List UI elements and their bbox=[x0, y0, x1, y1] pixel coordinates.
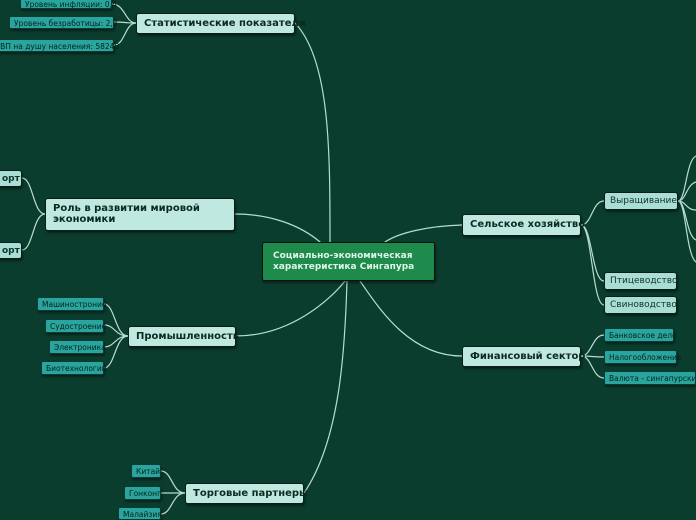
topic-world-economy[interactable]: Роль в развитии мировой экономики bbox=[45, 198, 235, 231]
root-node[interactable]: Социально-экономическая характеристика С… bbox=[262, 242, 435, 281]
leaf-industry-3[interactable]: Биотехнологии bbox=[41, 361, 107, 375]
topic-agriculture[interactable]: Сельское хозяйство bbox=[462, 214, 585, 236]
leaf-gdp[interactable]: ВВП на душу населения: 58248 bbox=[0, 39, 119, 52]
leaf-finance-0[interactable]: Банковское дело bbox=[604, 328, 677, 342]
topic-industry[interactable]: Промышленность bbox=[128, 326, 239, 347]
sub-agri-pig[interactable]: Свиноводство bbox=[604, 296, 677, 314]
leaf-industry-1[interactable]: Судостроение bbox=[45, 319, 106, 333]
sub-agri-growing[interactable]: Выращивание bbox=[604, 192, 678, 210]
topic-statistics[interactable]: Статистические показатели bbox=[136, 13, 306, 34]
leaf-partner-2[interactable]: Малайзия bbox=[118, 507, 162, 520]
leaf-partner-1[interactable]: Гонконг bbox=[124, 486, 161, 500]
leaf-industry-2[interactable]: Электроника bbox=[49, 340, 106, 354]
sub-agri-poultry[interactable]: Птицеводство bbox=[604, 272, 678, 290]
leaf-finance-2[interactable]: Валюта - сингапурский bbox=[604, 371, 696, 385]
leaf-inflation[interactable]: Уровень инфляции: 0,4 bbox=[20, 0, 117, 9]
sub-import[interactable]: орт bbox=[0, 170, 22, 187]
sub-export[interactable]: орт bbox=[0, 242, 22, 259]
leaf-unemployment[interactable]: Уровень безработицы: 2,3 bbox=[9, 16, 118, 29]
leaf-industry-0[interactable]: Машиностроние bbox=[37, 297, 107, 311]
topic-trade-partners[interactable]: Торговые партнеры bbox=[185, 483, 308, 504]
topic-finance[interactable]: Финансовый сектор bbox=[462, 346, 585, 367]
leaf-finance-1[interactable]: Налогообложение bbox=[604, 350, 682, 364]
leaf-partner-0[interactable]: Китай bbox=[131, 464, 161, 478]
